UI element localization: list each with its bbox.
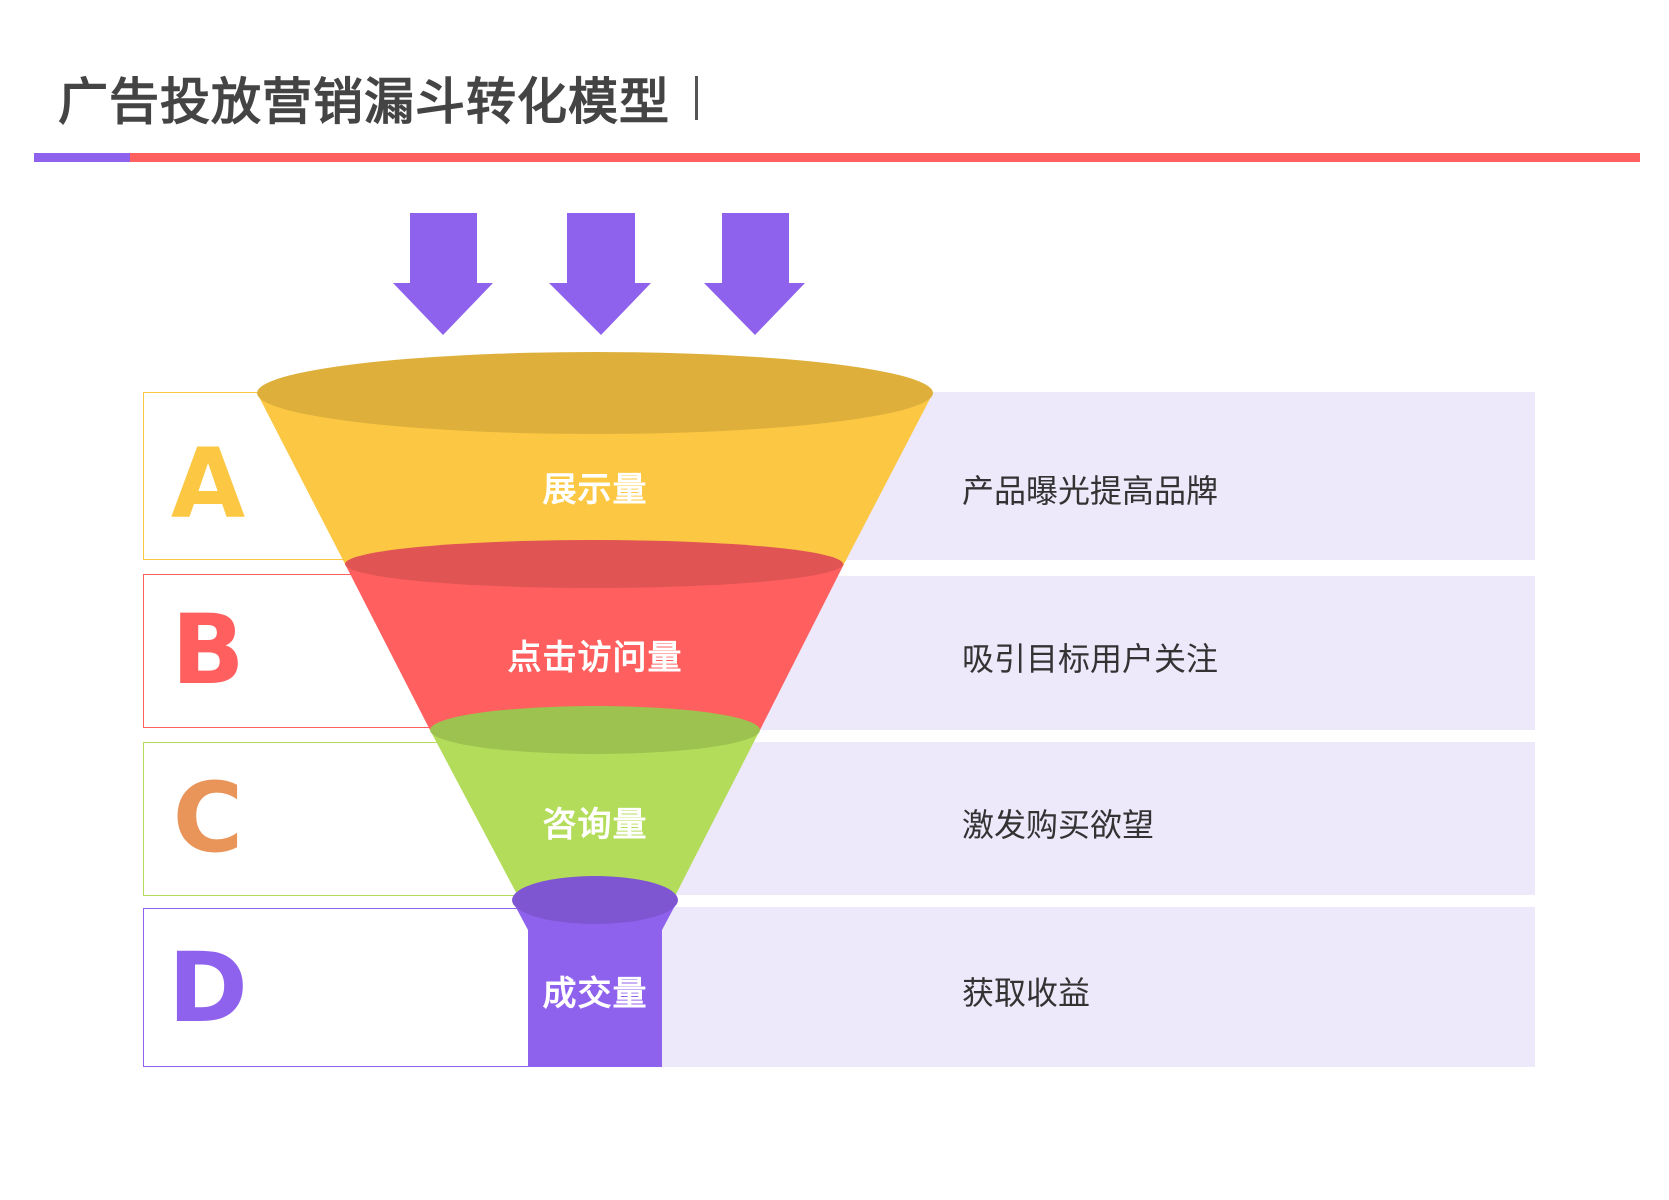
stage-letter-d: D <box>168 932 248 1044</box>
arrow-down-icon <box>704 213 805 335</box>
stage-description-b: 吸引目标用户关注 <box>962 640 1219 678</box>
stage-label-a: 展示量 <box>542 470 648 510</box>
stage-description-a: 产品曝光提高品牌 <box>962 472 1219 510</box>
stage-label-b: 点击访问量 <box>507 638 683 678</box>
stage-label-c: 咨询量 <box>542 805 648 845</box>
title-underline <box>130 153 1640 162</box>
funnel-stage-b <box>345 540 844 730</box>
arrow-down-icon <box>393 213 493 335</box>
funnel-stage-a <box>257 352 933 564</box>
funnel-stage-d <box>512 876 678 1067</box>
stage-letter-a: A <box>170 428 246 540</box>
stage-label-d: 成交量 <box>542 974 648 1014</box>
stage-letter-b: B <box>171 594 245 706</box>
stage-letter-c: C <box>172 762 244 874</box>
arrow-down-icon <box>549 213 651 335</box>
letter-box-d <box>143 908 543 1067</box>
page-title: 广告投放营销漏斗转化模型 <box>58 73 670 131</box>
stage-description-d: 获取收益 <box>962 974 1091 1012</box>
title-separator <box>695 76 698 120</box>
funnel-stage-c <box>430 706 760 900</box>
stage-description-c: 激发购买欲望 <box>962 806 1155 844</box>
title-underline-accent <box>34 153 130 162</box>
row-band-d <box>560 907 1535 1067</box>
